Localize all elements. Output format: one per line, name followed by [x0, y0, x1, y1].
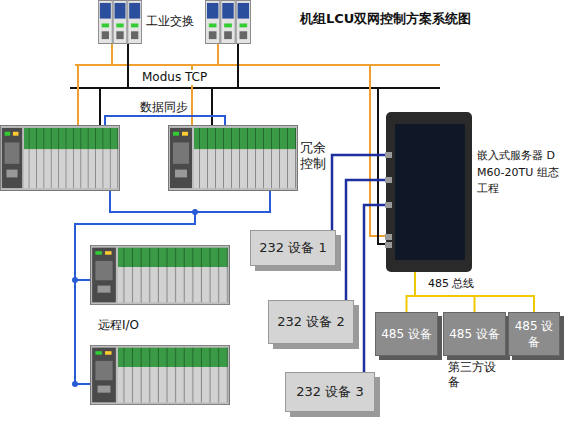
touch-screen-server: 嵌入式服务器 DM60-20TU 组态工程 [385, 112, 560, 272]
rs485-device-box: 485 设备 [375, 312, 438, 356]
label: 远程I/O [98, 318, 139, 333]
port [385, 234, 392, 240]
label: 数据同步 [140, 100, 188, 115]
screen-feed [378, 88, 385, 244]
port [385, 177, 392, 183]
junction-dot [72, 381, 78, 387]
black-bus [70, 87, 440, 89]
label: 485 总线 [428, 277, 475, 291]
port [385, 242, 392, 248]
text-block: 嵌入式服务器 DM60-20TU 组态工程 [477, 148, 559, 198]
text-block: 485 设备 [513, 318, 555, 350]
switch-drop [111, 44, 113, 65]
node-text: 485 设备 [381, 326, 432, 342]
redundancy-wires [75, 116, 270, 384]
switch-drop [217, 44, 219, 65]
text-block: 485 设备 [381, 326, 432, 342]
port [385, 202, 392, 208]
rs232-device-box: 232 设备 1 [250, 230, 336, 266]
label: 工业交换 [146, 14, 194, 29]
rs485-device-box: 485 设备 [443, 312, 506, 356]
switch-drop [127, 44, 129, 88]
sync-line [105, 116, 225, 125]
text-block: 232 设备 3 [296, 383, 363, 401]
industrial-switch [98, 0, 141, 43]
industrial-switch [205, 0, 250, 43]
rs485-device-box: 485 设备 [508, 312, 560, 356]
node-text: 232 设备 2 [277, 313, 344, 331]
monitor-graphic [385, 112, 475, 272]
rack-drop [77, 65, 79, 125]
text-block: 232 设备 2 [277, 313, 344, 331]
rs485-bus [415, 272, 534, 312]
switch-drop [237, 44, 239, 88]
node-text: 嵌入式服务器 DM60-20TU 组态工程 [477, 148, 559, 198]
remote-io-rack [91, 245, 230, 304]
rs232-cable [346, 180, 385, 300]
orange-bus [75, 64, 440, 66]
rs485-bus [415, 272, 475, 312]
plc-rack [0, 125, 119, 190]
redundancy-link [110, 191, 270, 212]
node-text: 232 设备 1 [259, 239, 326, 257]
text-block: 485 设备 [449, 326, 500, 342]
junction-dot [72, 277, 78, 283]
link-junctions [72, 209, 198, 387]
diagram-title: 机组LCU双网控制方案系统图 [300, 10, 471, 28]
label: 第三方设备 [448, 360, 500, 390]
ethernet-wires [70, 44, 440, 244]
rack-drop [211, 88, 213, 125]
monitor-screen [395, 124, 465, 260]
plc-rack [169, 125, 298, 190]
label: 冗余 控制 [300, 140, 328, 173]
remote-io-rack [91, 345, 230, 404]
rs232-device-box: 232 设备 3 [285, 372, 375, 412]
rs232-device-box: 232 设备 2 [268, 300, 354, 344]
rs232-cable [332, 155, 385, 230]
label: Modus TCP [140, 70, 209, 85]
remote-io-link [75, 212, 195, 384]
monitor-frame [386, 112, 472, 272]
node-text: 485 设备 [513, 318, 555, 350]
junction-dot [192, 209, 198, 215]
port [385, 152, 392, 158]
rs485-bus [407, 272, 416, 312]
node-text: 485 设备 [449, 326, 500, 342]
node-text: 232 设备 3 [296, 383, 363, 401]
text-block: 232 设备 1 [259, 239, 326, 257]
rack-drop [99, 88, 101, 125]
